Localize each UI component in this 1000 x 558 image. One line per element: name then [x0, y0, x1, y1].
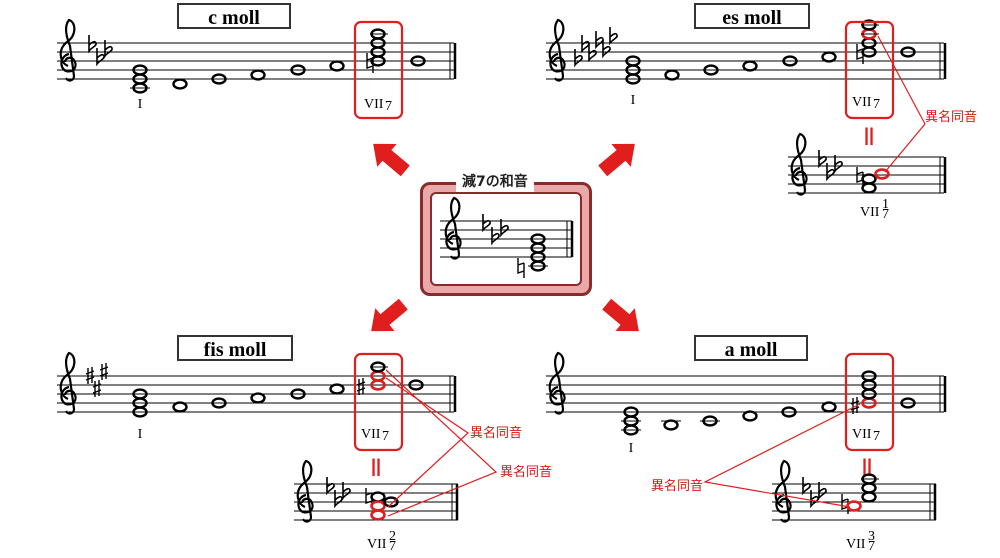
- roman-subscript: 7: [868, 539, 875, 554]
- roman-superscript: 2: [389, 529, 396, 544]
- staff-fis-moll-enharmonic: VII 7 2 異名同音 異名同音: [294, 369, 552, 554]
- key-label-a-moll: a moll: [694, 335, 808, 361]
- staff-es-moll-enharmonic: VII 7 1 異名同音: [788, 35, 977, 222]
- enharmonic-label-1: 異名同音: [470, 425, 522, 441]
- roman-subscript: 7: [873, 429, 880, 444]
- roman-superscript: 3: [868, 529, 875, 544]
- highlight-box: [844, 352, 895, 452]
- flat-icon: [482, 213, 491, 231]
- highlight-box: [353, 20, 404, 120]
- roman-numeral-seventh: VII: [364, 97, 384, 112]
- staff-a-moll-enharmonic: VII 7 3 異名同音: [651, 403, 937, 554]
- treble-clef-icon: [59, 351, 77, 415]
- treble-clef-icon: [548, 18, 566, 82]
- flat-icon: [818, 149, 827, 167]
- staff-a-moll: I VII 7 ||: [546, 351, 947, 476]
- flat-icon: [826, 162, 835, 180]
- arrow-icon: [593, 132, 645, 183]
- roman-superscript: 1: [882, 197, 889, 212]
- arrow-icon: [597, 292, 649, 343]
- roman-numeral-alt: VII: [860, 205, 880, 220]
- treble-clef-icon: [59, 18, 77, 82]
- roman-numeral-tonic: I: [138, 427, 143, 442]
- equals-sign: ||: [371, 456, 381, 476]
- roman-subscript: 7: [882, 207, 889, 222]
- roman-subscript: 7: [389, 539, 396, 554]
- treble-clef-icon: [790, 132, 808, 196]
- roman-subscript: 7: [382, 429, 389, 444]
- highlight-box: [844, 20, 895, 120]
- flat-icon: [334, 489, 343, 507]
- flat-icon: [326, 476, 335, 494]
- staff-fis-moll: I VII 7 ||: [57, 351, 457, 476]
- flat-icon: [595, 30, 604, 48]
- staff-c-moll: I VII 7: [57, 18, 457, 120]
- sharp-icon: [99, 362, 109, 381]
- arrow-icon: [363, 132, 415, 183]
- roman-numeral-seventh: VII: [852, 427, 872, 442]
- enharmonic-label: 異名同音: [925, 109, 977, 125]
- flat-icon: [104, 39, 113, 57]
- roman-numeral-alt: VII: [367, 537, 387, 552]
- roman-numeral-alt: VII: [846, 537, 866, 552]
- center-staff: [440, 196, 574, 279]
- equals-sign: ||: [862, 456, 872, 476]
- highlight-box: [353, 352, 404, 452]
- center-title: 減7の和音: [456, 172, 534, 192]
- enharmonic-label: 異名同音: [651, 478, 703, 494]
- roman-numeral-tonic: I: [138, 97, 143, 112]
- key-label-fis-moll: fis moll: [177, 335, 293, 361]
- flat-icon: [574, 48, 583, 66]
- treble-clef-icon: [444, 196, 462, 260]
- treble-clef-icon: [548, 351, 566, 415]
- flat-icon: [96, 47, 105, 65]
- enharmonic-label-2: 異名同音: [500, 464, 552, 480]
- key-label-es-moll: es moll: [694, 3, 810, 29]
- key-label-c-moll: c moll: [177, 3, 291, 29]
- staff-es-moll: I VII 7 ||: [546, 18, 947, 145]
- flat-icon: [609, 26, 618, 44]
- roman-numeral-seventh: VII: [361, 427, 381, 442]
- equals-sign: ||: [864, 125, 874, 145]
- roman-subscript: 7: [385, 99, 392, 114]
- roman-subscript: 7: [873, 97, 880, 112]
- roman-numeral-tonic: I: [631, 93, 636, 108]
- roman-numeral-tonic: I: [629, 441, 634, 456]
- roman-numeral-seventh: VII: [852, 95, 872, 110]
- treble-clef-icon: [774, 459, 792, 523]
- arrow-icon: [361, 292, 413, 343]
- flat-icon: [602, 39, 611, 57]
- flat-icon: [491, 226, 500, 244]
- flat-icon: [802, 476, 811, 494]
- treble-clef-icon: [296, 459, 314, 523]
- flat-icon: [810, 489, 819, 507]
